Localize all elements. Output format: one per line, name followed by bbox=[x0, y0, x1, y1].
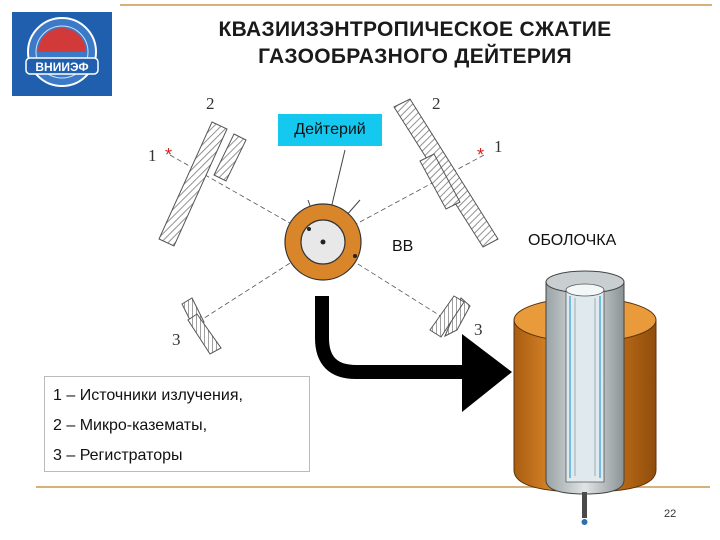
deuterium-label: Дейтерий bbox=[278, 114, 382, 146]
vniief-logo: ВНИИЭФ bbox=[12, 12, 112, 96]
source-left-number: 1 bbox=[148, 146, 157, 165]
source-left-marker-icon: * bbox=[165, 145, 172, 165]
casemate-left-number: 2 bbox=[206, 94, 215, 113]
detector-right-number: 3 bbox=[474, 320, 483, 339]
target-assembly bbox=[284, 203, 362, 281]
shell-cylinder bbox=[513, 270, 657, 525]
legend-item-sources: 1 – Источники излучения, bbox=[53, 387, 243, 404]
casemate-left bbox=[158, 121, 247, 247]
slide-title-line-1: КВАЗИИЗЭНТРОПИЧЕСКОЕ СЖАТИЕ bbox=[218, 18, 612, 41]
source-right-number: 1 bbox=[494, 137, 503, 156]
bottom-rule bbox=[36, 486, 710, 488]
slide-title-line-2: ГАЗООБРАЗНОГО ДЕЙТЕРИЯ bbox=[258, 45, 572, 68]
casemate-right bbox=[393, 98, 499, 248]
legend-box: 1 – Источники излучения, 2 – Микро-казем… bbox=[44, 376, 310, 472]
legend-item-detectors: 3 – Регистраторы bbox=[53, 447, 183, 464]
shell-label: ОБОЛОЧКА bbox=[528, 232, 617, 249]
logo-emblem-icon: ВНИИЭФ bbox=[25, 17, 99, 87]
explosive-label: ВВ bbox=[392, 238, 414, 255]
transition-arrow bbox=[315, 296, 512, 412]
detector-left-number: 3 bbox=[172, 330, 181, 349]
page-number: 22 bbox=[664, 508, 677, 520]
detector-left bbox=[181, 297, 222, 355]
source-right-marker-icon: * bbox=[477, 145, 484, 165]
logo-text: ВНИИЭФ bbox=[35, 60, 88, 74]
detector-right bbox=[429, 295, 471, 338]
top-rule bbox=[120, 4, 712, 6]
casemate-right-number: 2 bbox=[432, 94, 441, 113]
legend-item-casemates: 2 – Микро-казематы, bbox=[53, 417, 208, 434]
